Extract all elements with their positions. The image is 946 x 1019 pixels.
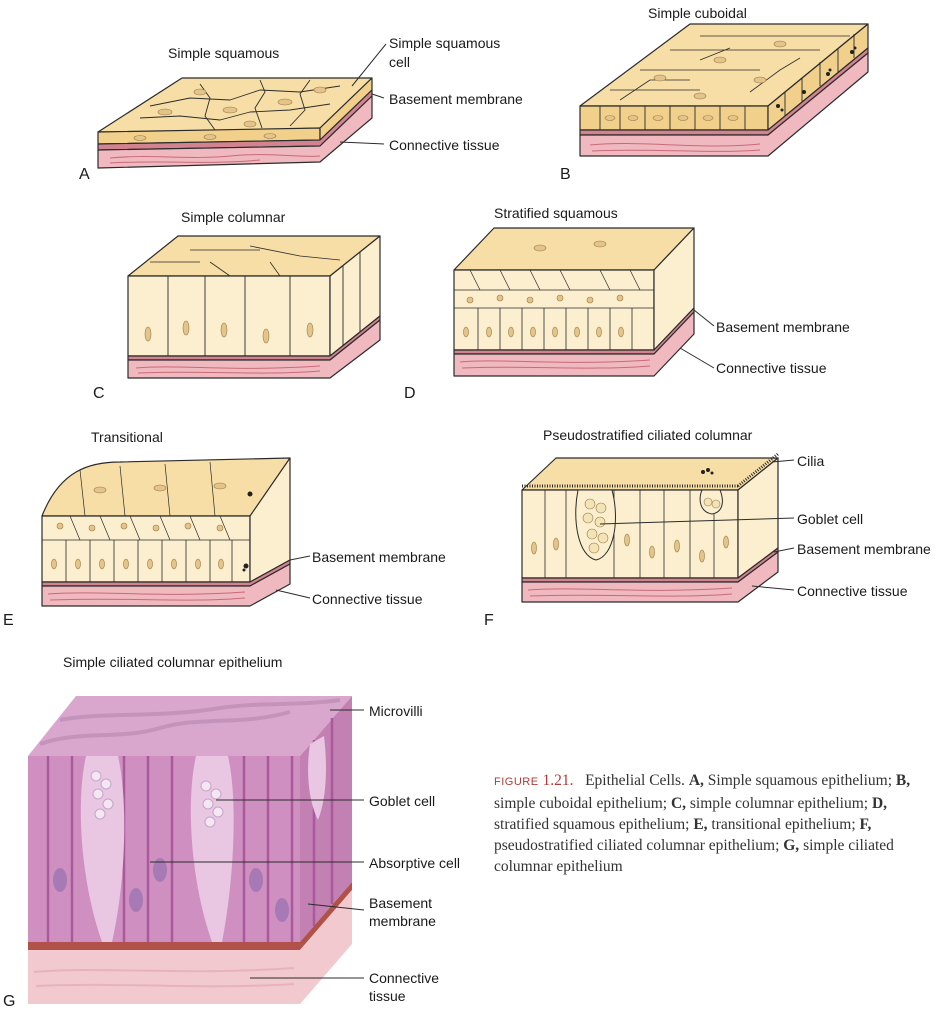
panel-d-label-connective-tissue: Connective tissue (716, 360, 827, 376)
panel-g-drawing (28, 696, 352, 1004)
caption-key-e: E, (693, 816, 708, 833)
panel-a-label-squamous-cell-line1: Simple squamous (389, 35, 501, 51)
caption-key-f: F, (859, 816, 872, 833)
panel-f-label-goblet-cell: Goblet cell (797, 511, 864, 527)
panel-a-label-connective-tissue: Connective tissue (389, 137, 500, 153)
panel-d-leader-lines (679, 309, 715, 369)
caption-key-g: G, (783, 837, 800, 854)
panel-d-cell-side (453, 269, 655, 351)
panel-d-cell-top (453, 227, 695, 271)
panel-e-letter: E (3, 612, 14, 629)
caption-text-b: simple cuboidal epithelium; (494, 795, 668, 812)
caption-figure-number: 1.21. (542, 772, 574, 789)
panel-g-letter: G (3, 993, 16, 1010)
panel-g-connective (28, 890, 352, 1004)
panel-f-label-basement-membrane: Basement membrane (797, 541, 931, 557)
caption-text-d: stratified squamous epithelium; (494, 816, 690, 833)
caption-title: Epithelial Cells. (585, 772, 685, 789)
figure-caption: FIGURE 1.21. Epithelial Cells. A, Simple… (494, 770, 934, 877)
caption-text-f: pseudostratified ciliated columnar epith… (494, 837, 780, 854)
panel-a-title: Simple squamous (168, 45, 280, 61)
panel-d-connective (453, 311, 695, 377)
panel-f-title: Pseudostratified ciliated columnar (543, 427, 753, 443)
panel-d-title: Stratified squamous (494, 205, 618, 221)
caption-key-a: A, (688, 772, 704, 789)
panel-e-label-connective-tissue: Connective tissue (312, 591, 423, 607)
panel-b-title: Simple cuboidal (648, 5, 747, 21)
panel-g-goblet-cell-2 (190, 756, 234, 942)
panel-e-leader-lines (275, 555, 311, 599)
caption-text-c: simple columnar epithelium; (689, 795, 869, 812)
panel-c-cell-side (127, 275, 331, 357)
panel-f-label-cilia: Cilia (797, 453, 825, 469)
panel-d-label-basement-membrane: Basement membrane (716, 319, 850, 335)
panel-c-letter: C (93, 385, 105, 402)
caption-text-a: Simple squamous epithelium; (707, 772, 893, 789)
panel-e-title: Transitional (91, 429, 163, 445)
panel-a-label-squamous-cell-line2: cell (389, 54, 411, 70)
panel-f-label-connective-tissue: Connective tissue (797, 583, 908, 599)
panel-a-connective (97, 95, 373, 169)
panel-g-front-face (28, 756, 300, 942)
panel-g-goblet-cell-1 (80, 756, 125, 942)
panel-g-title: Simple ciliated columnar epithelium (63, 654, 283, 670)
panel-g-label-goblet-cell: Goblet cell (369, 793, 436, 809)
panel-g-label-basement-line2: membrane (369, 913, 436, 929)
panel-g-label-connective-line2: tissue (369, 988, 406, 1004)
panel-c-drawing (127, 235, 381, 379)
panel-d-drawing (453, 227, 695, 377)
panel-b-letter: B (560, 166, 571, 183)
caption-key-b: B, (895, 772, 911, 789)
panel-e-label-basement-membrane: Basement membrane (312, 549, 446, 565)
panel-g-label-absorptive-cell: Absorptive cell (369, 855, 461, 871)
panel-g-label-basement-line1: Basement (369, 895, 433, 911)
panel-f-drawing (521, 452, 779, 603)
panel-f-leader-lines (599, 459, 795, 591)
panel-a-leader-lines (339, 43, 387, 145)
panel-g-basement (28, 882, 352, 950)
panel-g-label-connective-line1: Connective (369, 970, 440, 986)
panel-g-top-surface (28, 696, 352, 756)
panel-a-letter: A (79, 166, 90, 183)
panel-e-drawing (41, 457, 291, 607)
caption-figure-word: FIGURE (494, 776, 539, 788)
panel-g-label-microvilli: Microvilli (369, 703, 423, 719)
panel-c-title: Simple columnar (181, 209, 286, 225)
panel-b-drawing (579, 23, 869, 157)
panel-f-letter: F (484, 612, 494, 629)
caption-key-c: C, (670, 795, 687, 812)
caption-key-d: D, (871, 795, 888, 812)
panel-b-connective (579, 52, 869, 157)
panel-g-leader-lines (150, 709, 365, 979)
caption-text-e: transitional epithelium; (711, 816, 856, 833)
panel-c-connective (127, 319, 381, 379)
caption-text-g: simple ciliated columnar epithelium (494, 837, 894, 875)
panel-e-connective (41, 563, 291, 607)
panel-a-label-basement-membrane: Basement membrane (389, 91, 523, 107)
panel-d-letter: D (404, 385, 416, 402)
panel-a-drawing (97, 77, 373, 169)
